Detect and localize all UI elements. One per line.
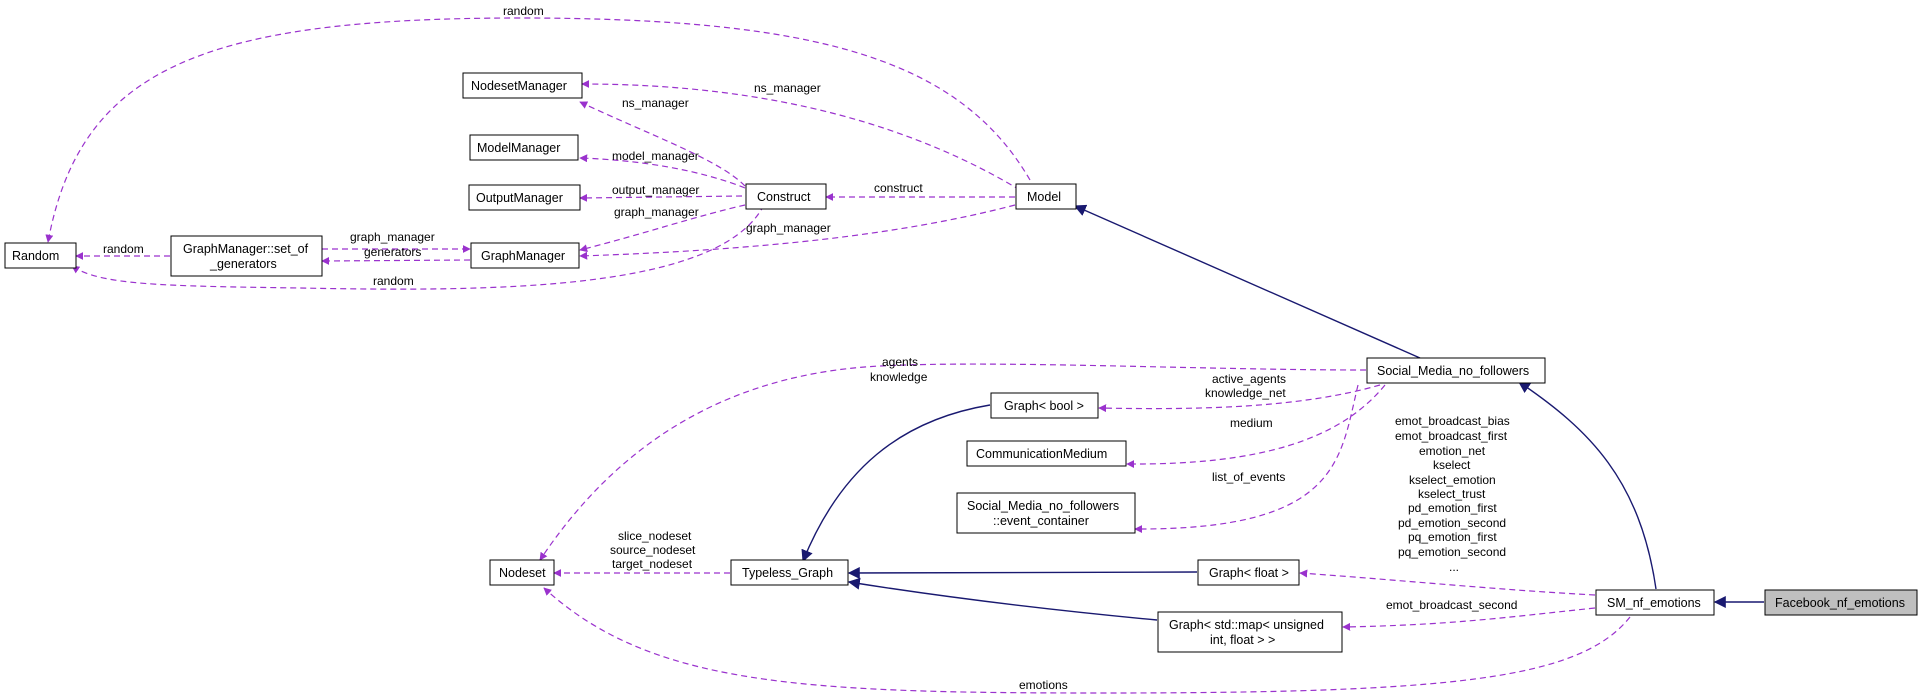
label-sm-kselect-emotion: kselect_emotion xyxy=(1409,473,1496,487)
label-tg-slice-nodeset: slice_nodeset xyxy=(618,529,692,543)
class-nodeset[interactable]: Nodeset xyxy=(489,559,555,586)
class-event-container[interactable]: Social_Media_no_followers ::event_contai… xyxy=(956,492,1136,534)
edge-smnf-event-container xyxy=(1134,384,1359,534)
edge-smnf-comm-medium xyxy=(1126,384,1386,469)
label-tg-target-nodeset: target_nodeset xyxy=(612,557,693,571)
class-sm-nf-emotions[interactable]: SM_nf_emotions xyxy=(1595,589,1715,616)
class-model-label: Model xyxy=(1027,190,1061,204)
class-sm-nf-emotions-label: SM_nf_emotions xyxy=(1607,596,1701,610)
label-model-random: random xyxy=(503,4,544,18)
class-graph-manager-label: GraphManager xyxy=(481,249,565,263)
class-graph-map-line1: Graph< std::map< unsigned xyxy=(1169,618,1324,632)
class-nodes: Random NodesetManager ModelManager Outpu… xyxy=(4,72,1918,653)
edge-sm-graph-float xyxy=(1299,569,1596,596)
label-sm-emotions: emotions xyxy=(1019,678,1068,692)
class-construct[interactable]: Construct xyxy=(745,183,827,210)
edge-gm-generators xyxy=(321,256,471,265)
class-social-media-no-followers-label: Social_Media_no_followers xyxy=(1377,364,1529,378)
label-sm-pq-emotion-second: pq_emotion_second xyxy=(1398,545,1506,559)
edge-construct-output-manager xyxy=(579,193,743,202)
label-sm-pq-emotion-first: pq_emotion_first xyxy=(1408,530,1497,544)
edge-construct-nodeset-manager xyxy=(579,101,746,187)
label-gm-random: random xyxy=(103,242,144,256)
class-typeless-graph-label: Typeless_Graph xyxy=(742,566,833,580)
class-event-container-line1: Social_Media_no_followers xyxy=(967,499,1119,513)
label-gm-graph-manager: graph_manager xyxy=(350,230,435,244)
class-model-manager[interactable]: ModelManager xyxy=(469,134,579,161)
class-graph-manager-set-line2: _generators xyxy=(209,257,277,271)
class-event-container-line2: ::event_container xyxy=(993,514,1089,528)
usage-edges xyxy=(45,17,1631,694)
class-model-manager-label: ModelManager xyxy=(477,141,560,155)
class-model[interactable]: Model xyxy=(1015,183,1077,210)
label-smnf-list-of-events: list_of_events xyxy=(1212,470,1285,484)
label-construct-graph-manager: graph_manager xyxy=(614,205,699,219)
inherit-sm-smnf xyxy=(1518,381,1657,590)
edge-labels: random ns_manager ns_manager model_manag… xyxy=(103,4,1517,692)
inherit-graph-map-typeless xyxy=(847,577,1158,621)
class-graph-map[interactable]: Graph< std::map< unsigned int, float > > xyxy=(1157,611,1343,653)
label-sm-emotion-net: emotion_net xyxy=(1419,444,1486,458)
class-graph-bool-label: Graph< bool > xyxy=(1004,399,1084,413)
class-graph-manager-set-of-generators[interactable]: GraphManager::set_of _generators xyxy=(170,235,323,277)
label-sm-ellipsis: ... xyxy=(1449,560,1459,574)
label-sm-pd-emotion-second: pd_emotion_second xyxy=(1398,516,1506,530)
label-smnf-knowledge-net: knowledge_net xyxy=(1205,386,1286,400)
class-nodeset-manager[interactable]: NodesetManager xyxy=(462,72,583,99)
label-sm-emot-broadcast-bias: emot_broadcast_bias xyxy=(1395,414,1510,428)
edge-sm-nodeset xyxy=(543,587,1631,694)
inheritance-edges xyxy=(801,204,1764,621)
label-sm-pd-emotion-first: pd_emotion_first xyxy=(1408,501,1497,515)
class-output-manager-label: OutputManager xyxy=(476,191,563,205)
class-graph-float[interactable]: Graph< float > xyxy=(1197,559,1300,586)
edge-smnf-graph-bool xyxy=(1098,384,1381,413)
label-construct-random: random xyxy=(373,274,414,288)
label-sm-kselect-trust: kselect_trust xyxy=(1418,487,1486,501)
label-construct-output-manager: output_manager xyxy=(612,183,699,197)
label-model-ns-manager: ns_manager xyxy=(754,81,821,95)
label-smnf-medium: medium xyxy=(1230,416,1273,430)
class-graph-map-line2: int, float > > xyxy=(1210,633,1275,647)
class-communication-medium-label: CommunicationMedium xyxy=(976,447,1107,461)
class-output-manager[interactable]: OutputManager xyxy=(468,184,581,211)
class-nodeset-manager-label: NodesetManager xyxy=(471,79,567,93)
label-sm-emot-broadcast-first: emot_broadcast_first xyxy=(1395,429,1508,443)
label-gm-generators: generators xyxy=(364,245,421,259)
label-smnf-knowledge: knowledge xyxy=(870,370,928,384)
class-facebook-nf-emotions-label: Facebook_nf_emotions xyxy=(1775,596,1905,610)
edge-smnf-nodeset xyxy=(539,363,1367,561)
label-construct-model-manager: model_manager xyxy=(612,149,699,163)
edge-sm-graph-map xyxy=(1342,607,1596,631)
label-sm-emot-broadcast-second: emot_broadcast_second xyxy=(1386,598,1517,612)
label-model-construct: construct xyxy=(874,181,923,195)
inherit-graph-bool-typeless xyxy=(801,404,991,563)
class-random-label: Random xyxy=(12,249,59,263)
label-tg-source-nodeset: source_nodeset xyxy=(610,543,696,557)
label-sm-kselect: kselect xyxy=(1433,458,1471,472)
class-graph-float-label: Graph< float > xyxy=(1209,566,1289,580)
class-graph-bool[interactable]: Graph< bool > xyxy=(990,392,1099,419)
edge-construct-random xyxy=(71,204,765,290)
class-graph-manager[interactable]: GraphManager xyxy=(470,242,580,269)
label-smnf-agents: agents xyxy=(882,355,918,369)
class-random[interactable]: Random xyxy=(4,242,77,269)
label-model-graph-manager: graph_manager xyxy=(746,221,831,235)
inherit-graph-float-typeless xyxy=(847,566,1198,579)
label-construct-ns-manager: ns_manager xyxy=(622,96,689,110)
class-typeless-graph[interactable]: Typeless_Graph xyxy=(730,559,849,586)
class-graph-manager-set-line1: GraphManager::set_of xyxy=(183,242,309,256)
class-facebook-nf-emotions[interactable]: Facebook_nf_emotions xyxy=(1764,589,1918,616)
class-social-media-no-followers[interactable]: Social_Media_no_followers xyxy=(1366,357,1546,384)
inherit-smnf-model xyxy=(1073,204,1421,359)
class-construct-label: Construct xyxy=(757,190,811,204)
class-nodeset-label: Nodeset xyxy=(499,566,546,580)
label-smnf-active-agents: active_agents xyxy=(1212,372,1286,386)
edge-model-random xyxy=(45,17,1031,243)
class-communication-medium[interactable]: CommunicationMedium xyxy=(966,440,1127,467)
